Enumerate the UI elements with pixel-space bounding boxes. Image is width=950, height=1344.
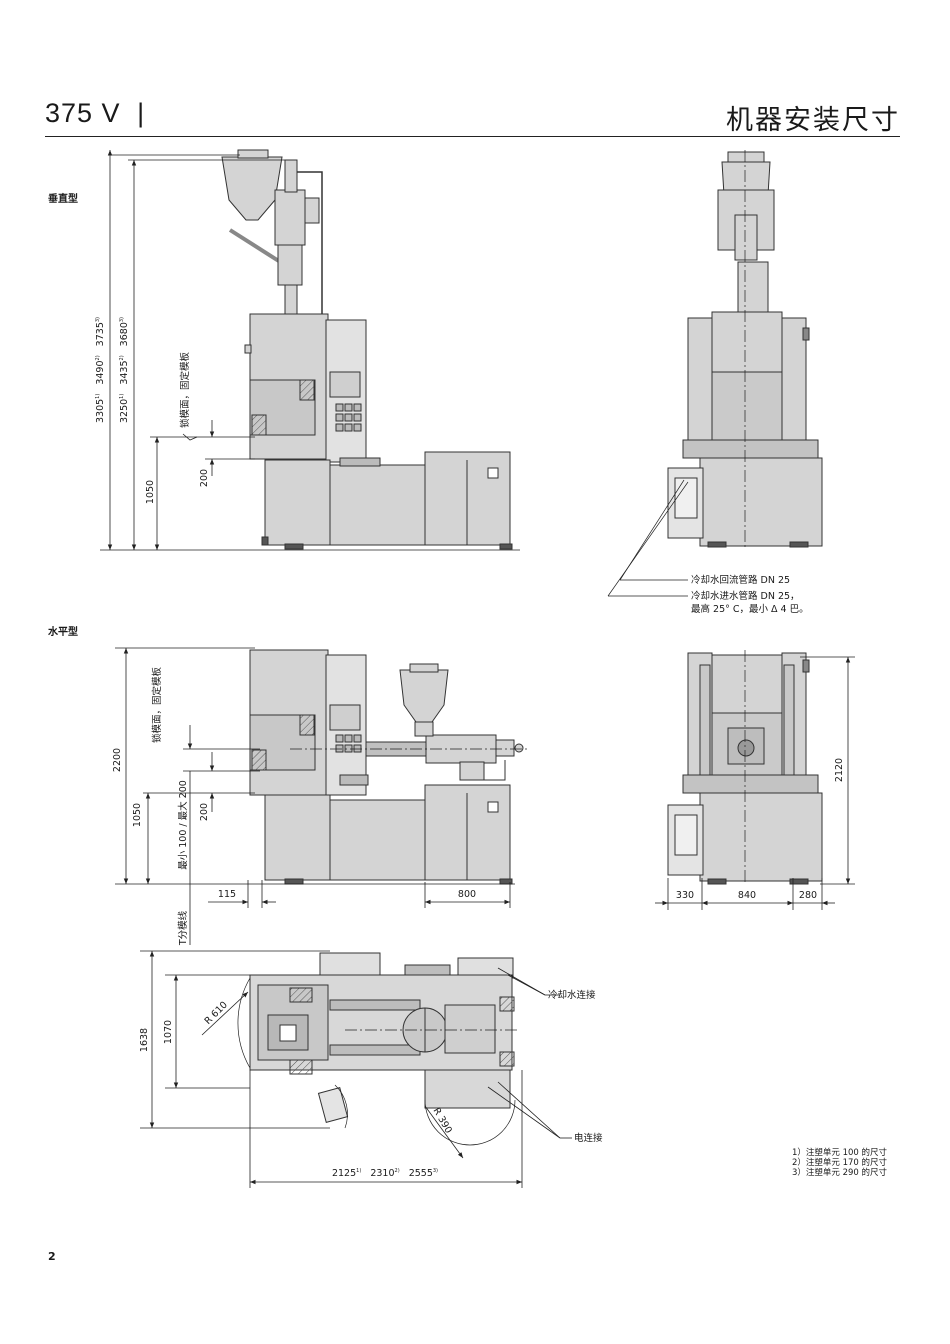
vertical-clamp-face-label: 锁模面，固定模板 (179, 352, 191, 429)
vertical-inner-heights: 32501) 34352) 36803) (115, 317, 130, 423)
injection-unit (274, 189, 306, 246)
horizontal-dim-115: 115 (218, 889, 236, 900)
horizontal-dim-1050: 1050 (132, 803, 143, 827)
plan-dim-1070: 1070 (163, 1020, 174, 1044)
footnotes: 1）注塑单元 100 的尺寸 2）注塑单元 170 的尺寸 3）注塑单元 290… (792, 1148, 887, 1178)
footnote-2: 2）注塑单元 170 的尺寸 (792, 1158, 888, 1168)
vertical-dim-200: 200 (199, 469, 210, 487)
horizontal-dim-840: 840 (738, 890, 756, 901)
horizontal-front-dims (655, 656, 855, 910)
header-rule (45, 136, 900, 137)
parting-line-label: T分模线 (177, 910, 189, 946)
section-title: 机器安装尺寸 (726, 105, 900, 136)
plan-radius-390: R 390 (430, 1106, 453, 1136)
footnote-1: 1）注塑单元 100 的尺寸 (792, 1148, 888, 1158)
plan-view (249, 952, 515, 1123)
horizontal-clamp-face-label: 锁模面，固定模板 (151, 667, 163, 744)
title-divider: | (137, 98, 146, 128)
horizontal-dim-range: 最小 100 / 最大 200 (177, 780, 189, 870)
cooling-supply-spec: 最高 25° C，最小 Δ 4 巴。 (691, 603, 809, 615)
cooling-water-leaders (607, 479, 689, 597)
plan-overall-lengths: 21251) 23102) 25553) (332, 1164, 438, 1179)
plan-arcs (237, 977, 516, 1146)
plan-dims (140, 950, 572, 1188)
machine-base (264, 459, 331, 546)
cooling-connection-label: 冷却水连接 (548, 989, 596, 1001)
vertical-front-view (667, 151, 823, 548)
vertical-side-dims (100, 150, 520, 551)
model-title: 375 V | (45, 98, 146, 128)
horizontal-dim-330: 330 (676, 890, 694, 901)
footnote-3: 3）注塑单元 290 的尺寸 (792, 1168, 888, 1178)
hopper (221, 156, 283, 221)
horizontal-dim-2200: 2200 (112, 748, 123, 772)
page-number: 2 (48, 1250, 56, 1263)
electric-connection-label: 电连接 (574, 1132, 603, 1144)
horizontal-dim-800: 800 (458, 889, 476, 900)
vertical-side-view (221, 149, 513, 550)
horizontal-side-view (249, 649, 524, 885)
horizontal-dim-2120: 2120 (834, 758, 845, 782)
vertical-dim-1050: 1050 (145, 480, 156, 504)
horizontal-side-dims (115, 647, 515, 945)
vertical-type-label: 垂直型 (48, 194, 78, 205)
cooling-supply-label: 冷却水进水管路 DN 25， (691, 590, 800, 602)
vertical-outer-heights: 33051) 34902) 37353) (91, 317, 106, 423)
horizontal-dim-280: 280 (799, 890, 817, 901)
horizontal-dim-200: 200 (199, 803, 210, 821)
plan-dim-1638: 1638 (139, 1028, 150, 1052)
horizontal-front-view (667, 652, 823, 885)
cooling-return-label: 冷却水回流管路 DN 25 (691, 574, 790, 586)
horizontal-type-label: 水平型 (48, 627, 78, 638)
